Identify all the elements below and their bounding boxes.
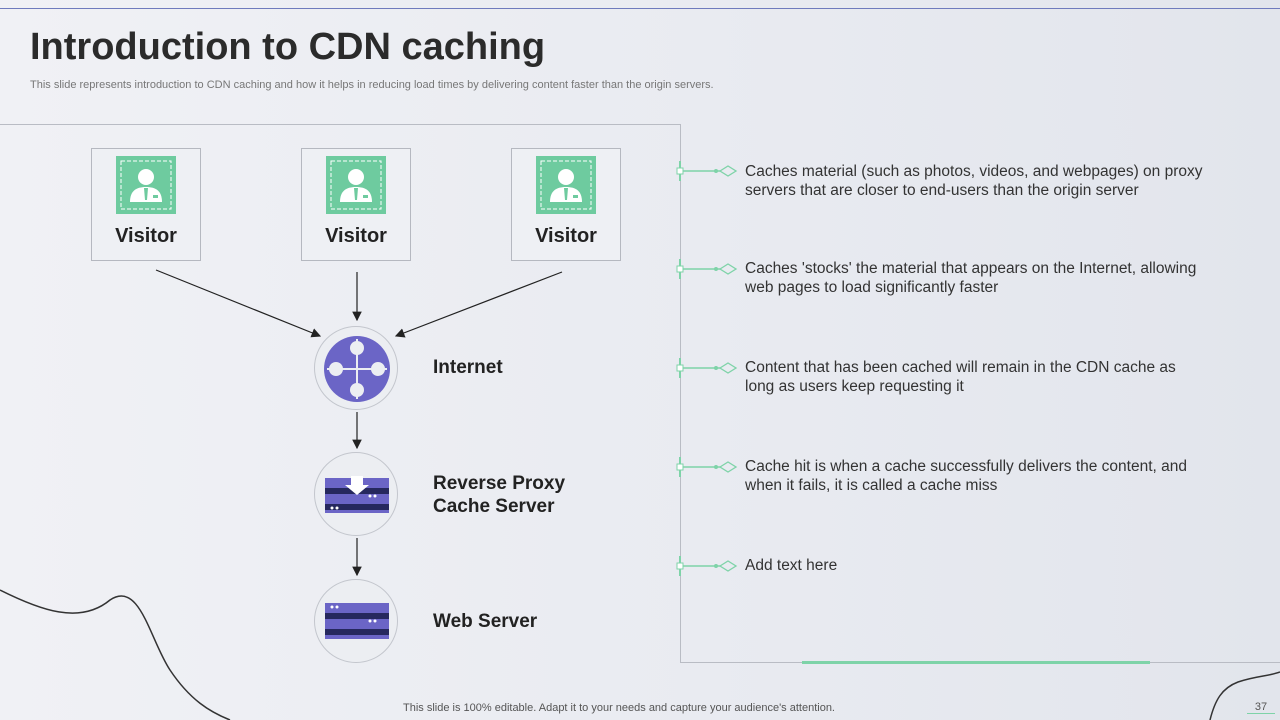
server-download-icon (325, 476, 389, 513)
reverse-proxy-node (314, 452, 398, 536)
reverse-proxy-label-line1: Reverse Proxy (433, 473, 566, 494)
bullet-text: Cache hit is when a cache successfully d… (745, 458, 1187, 494)
reverse-proxy-label: Reverse Proxy Cache Server (433, 472, 565, 518)
bullet-point-1: Caches material (such as photos, videos,… (674, 161, 1214, 205)
arrow-connector-icon (676, 259, 738, 279)
bullet-text: Caches 'stocks' the material that appear… (745, 260, 1197, 296)
bullet-point-3: Content that has been cached will remain… (674, 358, 1214, 402)
top-rule (0, 8, 1280, 9)
visitor-label: Visitor (535, 225, 597, 247)
footer-note: This slide is 100% editable. Adapt it to… (403, 702, 835, 714)
bullet-point-2: Caches 'stocks' the material that appear… (674, 259, 1214, 303)
bullet-text: Caches material (such as photos, videos,… (745, 163, 1203, 199)
globe-network-icon (324, 336, 390, 402)
internet-label: Internet (433, 357, 503, 378)
bullet-point-4: Cache hit is when a cache successfully d… (674, 457, 1214, 501)
bullet-text: Add text here (745, 557, 838, 574)
visitor-box-2: Visitor (301, 148, 411, 261)
reverse-proxy-label-line2: Cache Server (433, 496, 555, 517)
arrow-visitor3-internet (394, 271, 563, 338)
page-title: Introduction to CDN caching (30, 26, 546, 68)
page-subtitle: This slide represents introduction to CD… (30, 79, 714, 91)
visitor-label: Visitor (115, 225, 177, 247)
bullet-point-5: Add text here (674, 556, 1214, 600)
visitor-label: Visitor (325, 225, 387, 247)
arrow-connector-icon (676, 358, 738, 378)
visitor-box-3: Visitor (511, 148, 621, 261)
server-icon (325, 603, 389, 639)
user-badge-icon (116, 156, 176, 214)
internet-node (314, 326, 398, 410)
arrow-connector-icon (676, 457, 738, 477)
arrow-connector-icon (676, 556, 738, 576)
web-server-label: Web Server (433, 611, 538, 632)
green-accent-bar (802, 661, 1150, 664)
arrow-connector-icon (676, 161, 738, 181)
page-number: 37 (1247, 701, 1275, 714)
diagram-arrows (155, 269, 563, 577)
web-server-node (314, 579, 398, 663)
bullet-text: Content that has been cached will remain… (745, 359, 1176, 395)
visitor-box-1: Visitor (91, 148, 201, 261)
user-badge-icon (326, 156, 386, 214)
diagram-panel (0, 124, 681, 663)
arrow-visitor1-internet (155, 269, 322, 338)
user-badge-icon (536, 156, 596, 214)
